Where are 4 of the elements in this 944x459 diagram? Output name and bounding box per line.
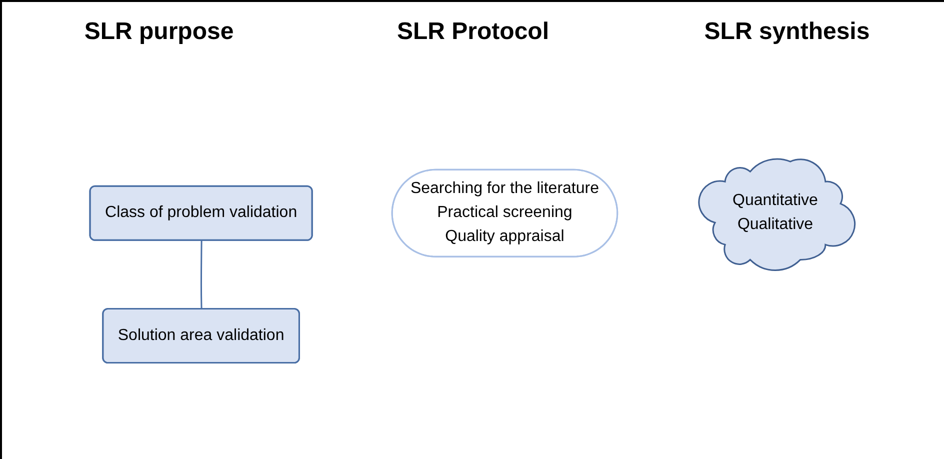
column-heading: SLR Protocol bbox=[396, 18, 550, 46]
column-heading: SLR synthesis bbox=[703, 18, 871, 46]
column-heading: SLR purpose bbox=[83, 18, 235, 46]
connector bbox=[200, 240, 202, 310]
